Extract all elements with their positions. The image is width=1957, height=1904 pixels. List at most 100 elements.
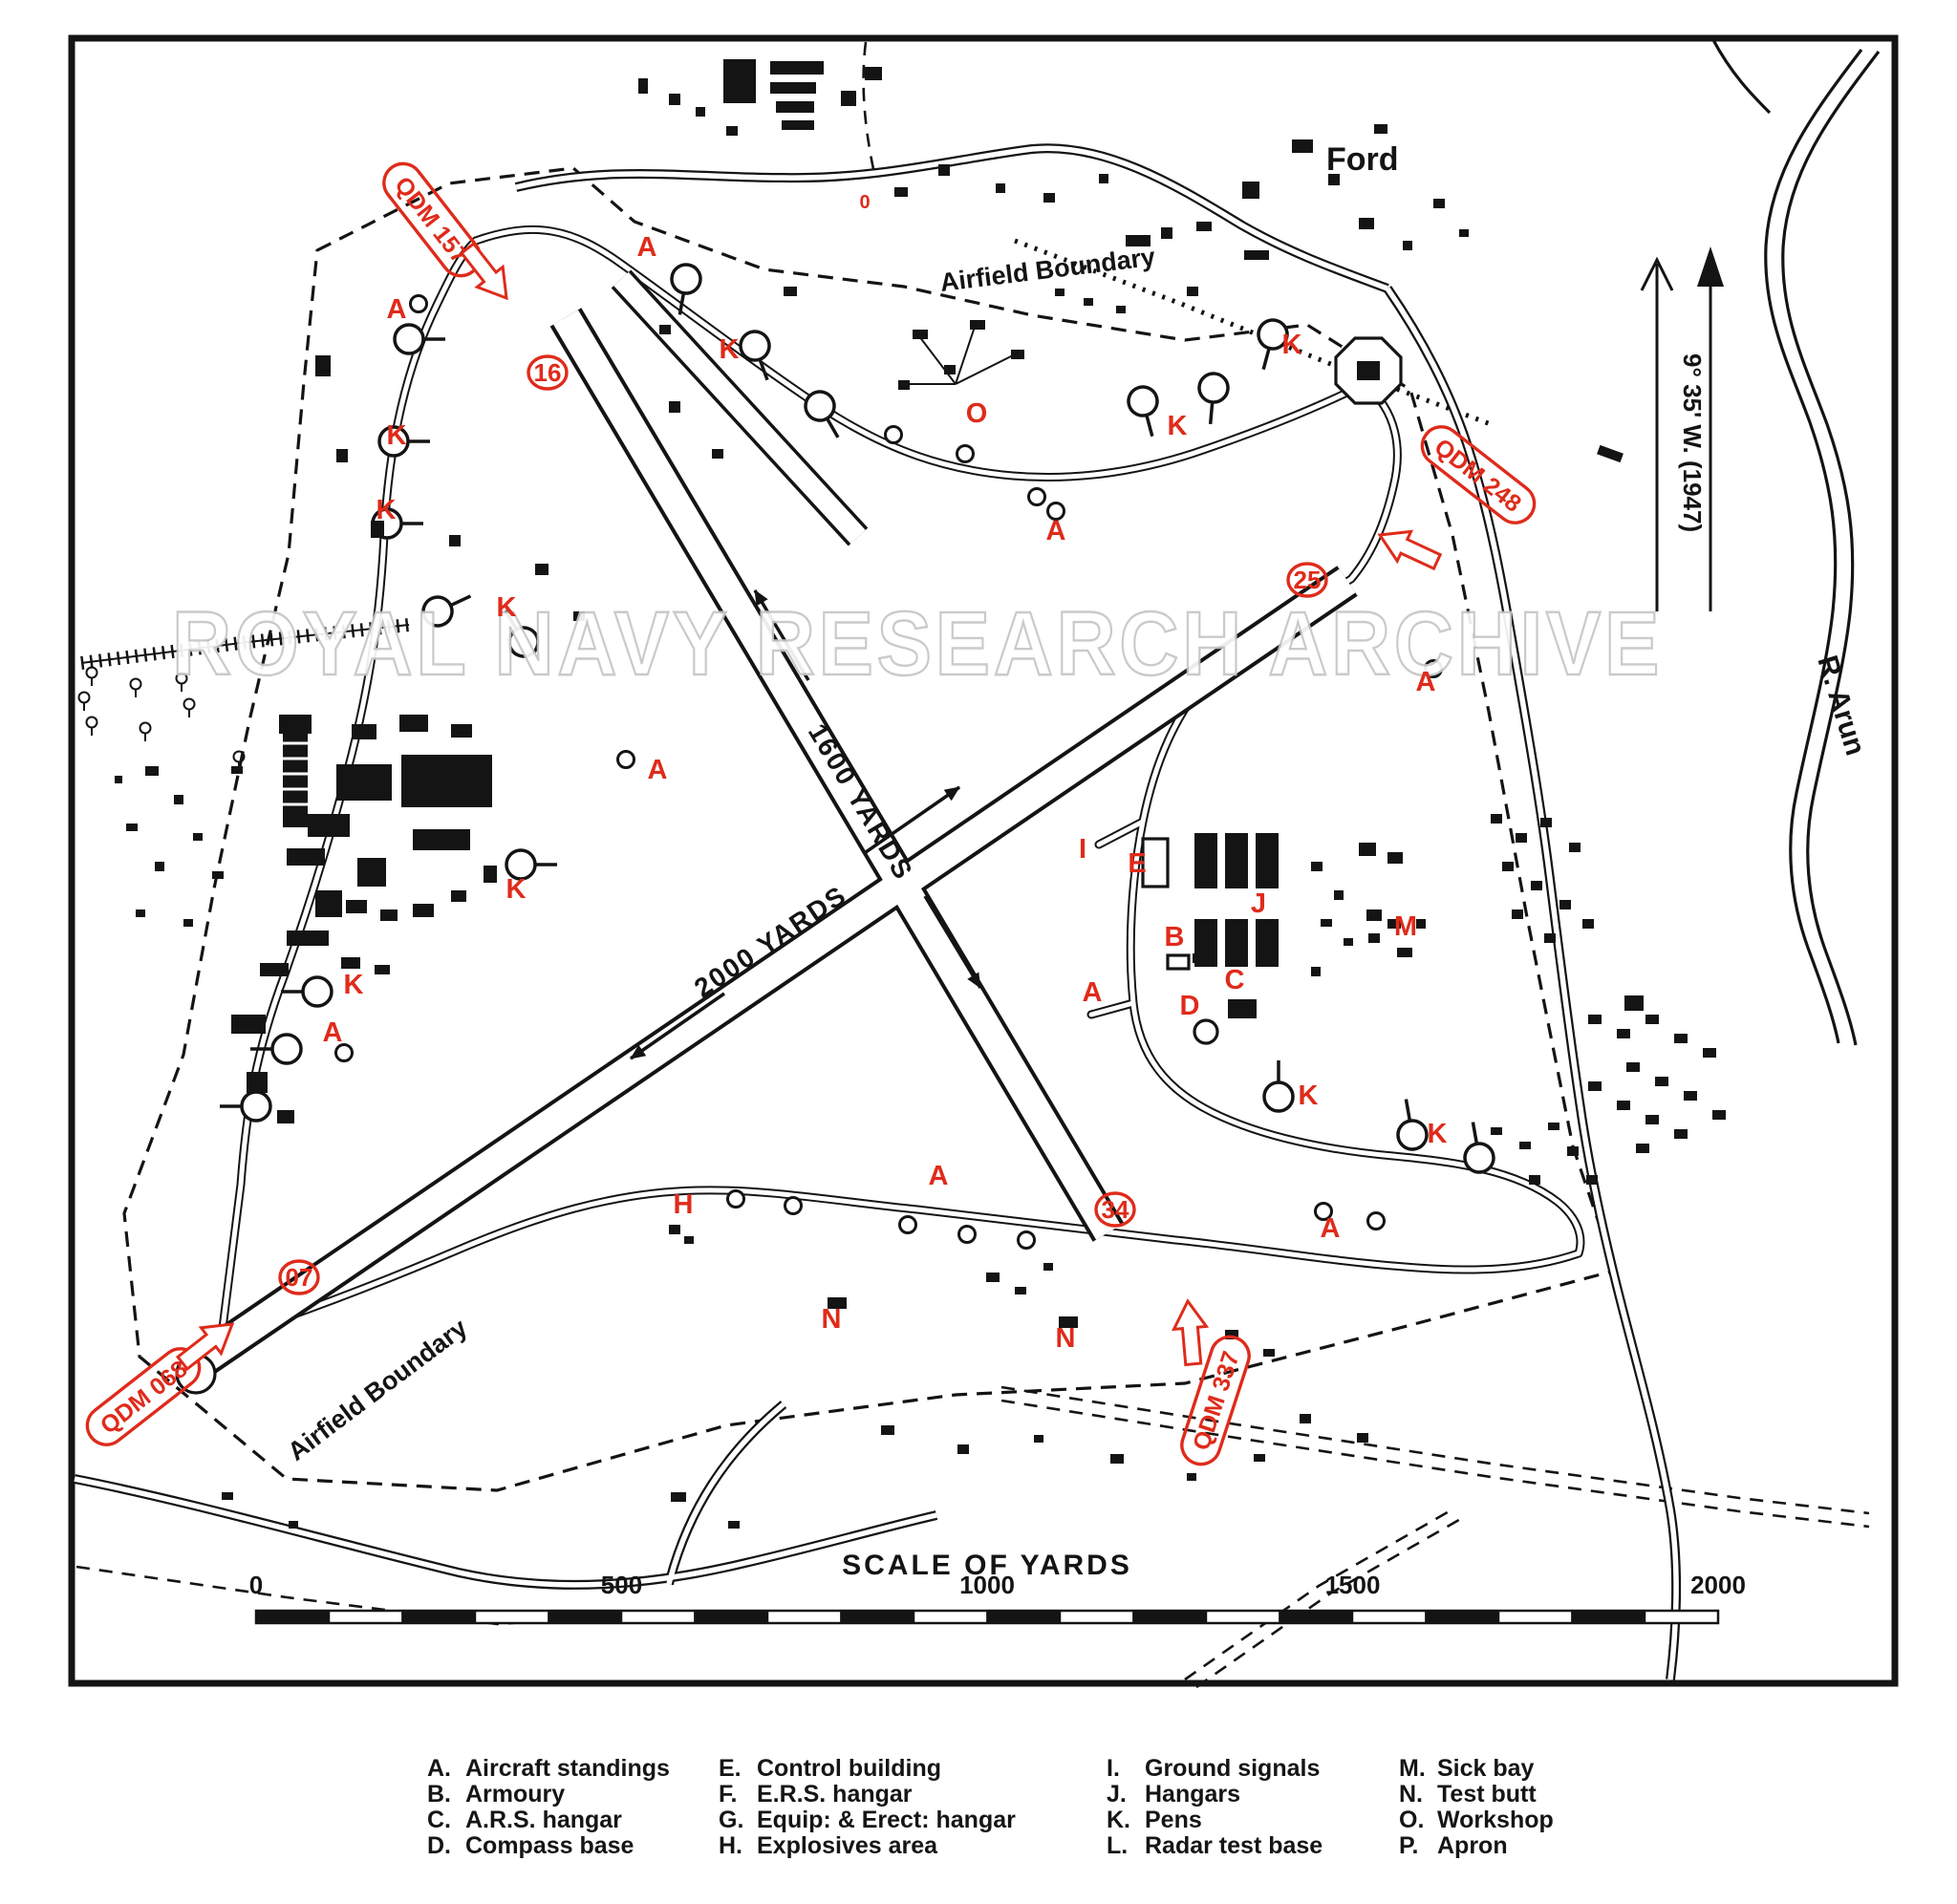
building	[399, 715, 428, 732]
legend-item-key: N.	[1399, 1781, 1423, 1808]
building	[723, 59, 756, 103]
facility-marker-k: K	[497, 592, 517, 623]
facility-marker-i: I	[1079, 834, 1086, 865]
facility-marker-n: N	[1056, 1323, 1076, 1354]
building	[336, 764, 392, 801]
building	[1674, 1034, 1688, 1043]
building	[1366, 909, 1382, 921]
runway-number: 16	[534, 358, 562, 387]
aircraft-standing	[884, 425, 903, 444]
legend-item-key: A.	[427, 1755, 451, 1782]
building	[1263, 1349, 1275, 1357]
scale-bar-segment	[1571, 1610, 1646, 1624]
facility-marker-e: E	[1128, 848, 1146, 879]
building	[1674, 1129, 1688, 1139]
building	[126, 824, 138, 831]
aircraft-standing	[616, 750, 635, 769]
building	[451, 724, 472, 738]
river-arun-label: R. Arun	[1811, 652, 1871, 759]
building	[782, 120, 814, 130]
building	[212, 871, 224, 879]
legend-item: G.Equip: & Erect: hangar	[719, 1808, 1016, 1833]
legend-item-label: Pens	[1145, 1807, 1202, 1833]
facility-marker-k: K	[1282, 330, 1302, 360]
building	[996, 183, 1005, 193]
building	[413, 904, 434, 917]
scale-bar-segment	[1132, 1610, 1208, 1624]
aircraft-standing	[898, 1215, 917, 1234]
building	[1529, 1175, 1540, 1185]
building	[449, 535, 461, 546]
scale-bar-segment	[1205, 1610, 1280, 1624]
scale-bar-segment	[1425, 1610, 1500, 1624]
legend-item: J.Hangars	[1107, 1782, 1323, 1808]
building	[451, 890, 466, 902]
building	[1544, 933, 1556, 943]
legend-item-key: P.	[1399, 1832, 1419, 1859]
facility-marker-k: K	[376, 495, 397, 525]
building	[784, 287, 797, 296]
building	[287, 848, 325, 866]
runway-number: 25	[1294, 566, 1322, 594]
building	[712, 449, 723, 459]
runway-number-circle	[278, 1259, 320, 1295]
dispersal-pen	[1194, 370, 1232, 427]
building	[535, 564, 548, 575]
river	[1597, 37, 1881, 1046]
legend-item-label: Sick bay	[1437, 1755, 1535, 1782]
building	[1228, 999, 1257, 1018]
building	[1624, 995, 1644, 1011]
building	[1636, 1144, 1649, 1153]
aircraft-standing	[1017, 1230, 1036, 1250]
building	[1357, 1433, 1368, 1443]
facility-marker-a: A	[929, 1161, 949, 1191]
qdm-arrow-icon	[175, 1322, 235, 1372]
runway-number-circle	[1286, 562, 1328, 598]
building	[970, 320, 985, 330]
legend-item-label: Ground signals	[1145, 1755, 1321, 1782]
scale-bar-segment	[1644, 1610, 1719, 1624]
runway-1600-label: 1600 YARDS	[803, 718, 919, 886]
facility-marker-a: A	[387, 294, 407, 325]
facility-marker-a: A	[323, 1017, 343, 1048]
facility-marker-n: N	[822, 1304, 842, 1335]
building	[1043, 1263, 1053, 1271]
airfield-boundary-label-top: Airfield Boundary	[938, 243, 1156, 297]
building	[1225, 919, 1248, 967]
building	[193, 833, 203, 841]
aircraft-standing	[957, 1225, 977, 1244]
legend-item: A.Aircraft standings	[427, 1756, 670, 1782]
building	[136, 909, 145, 917]
building	[1582, 919, 1594, 929]
building	[1519, 1142, 1531, 1149]
legend-item: P.Apron	[1399, 1833, 1554, 1859]
scale-bar-segment	[401, 1610, 477, 1624]
building	[671, 1492, 686, 1502]
facility-marker-m: M	[1394, 911, 1417, 942]
ford-label: Ford	[1326, 141, 1399, 178]
scale-tick-label: 2000	[1690, 1571, 1746, 1599]
scale-bar-segment	[840, 1610, 915, 1624]
qdm-arrow-icon	[1377, 529, 1443, 571]
dispersal-pen	[218, 1090, 272, 1123]
legend-item-key: J.	[1107, 1781, 1127, 1808]
building	[776, 101, 814, 113]
scale-bar-segment	[1351, 1610, 1427, 1624]
building	[341, 957, 360, 969]
facility-marker-a: A	[1416, 667, 1436, 697]
building	[1567, 1146, 1579, 1156]
scale-tick-label: 1000	[959, 1571, 1015, 1599]
building	[1617, 1029, 1630, 1038]
runway-number: 07	[286, 1263, 313, 1292]
qdm-arrow-icon	[459, 241, 508, 301]
building	[1459, 229, 1469, 237]
building	[231, 1015, 266, 1034]
building	[375, 965, 390, 974]
building	[1034, 1435, 1043, 1443]
runway-number-circle	[527, 354, 569, 391]
north-arrow-icon	[1640, 246, 1724, 611]
building	[145, 766, 159, 776]
building	[1300, 1414, 1311, 1423]
